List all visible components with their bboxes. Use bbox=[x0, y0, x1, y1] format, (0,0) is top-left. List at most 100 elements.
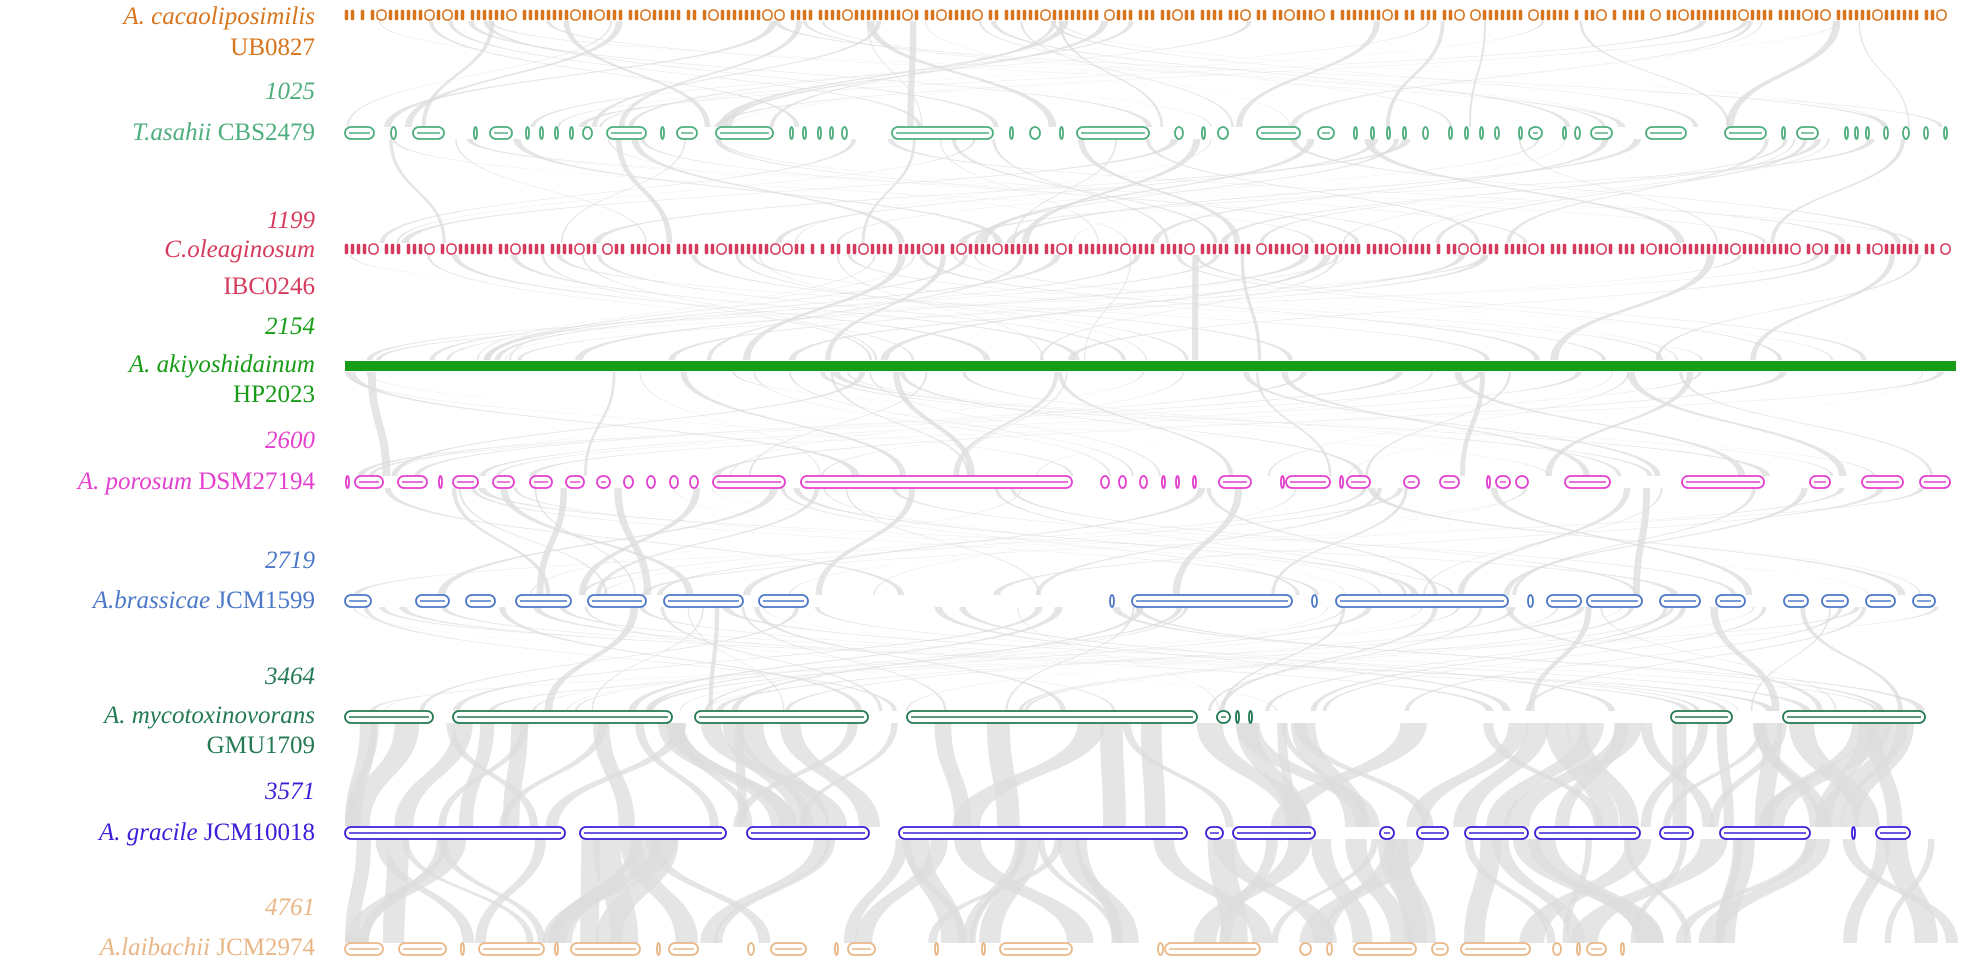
contig-marker bbox=[390, 243, 395, 255]
synteny-ribbon bbox=[969, 839, 1025, 943]
contig-marker bbox=[488, 9, 493, 21]
contig-marker bbox=[1482, 9, 1487, 21]
contig-segment bbox=[1902, 126, 1910, 140]
contig-marker bbox=[1738, 9, 1749, 21]
contig-marker bbox=[1370, 9, 1375, 21]
contig-marker bbox=[866, 9, 871, 21]
contig-marker bbox=[636, 243, 641, 255]
contig-segment bbox=[390, 126, 397, 140]
contig-marker bbox=[400, 9, 405, 21]
contig-marker bbox=[1890, 9, 1895, 21]
contig-segment bbox=[623, 475, 634, 489]
synteny-ribbon bbox=[1726, 21, 1841, 127]
synteny-ribbon bbox=[846, 372, 1834, 476]
contig-marker bbox=[1584, 243, 1589, 255]
contig-marker bbox=[1366, 243, 1371, 255]
contig-marker bbox=[1390, 243, 1401, 255]
contig-marker bbox=[898, 243, 903, 255]
synteny-ribbon bbox=[1761, 723, 1864, 827]
contig-marker bbox=[808, 9, 813, 21]
contig-marker bbox=[1550, 243, 1555, 255]
contig-marker bbox=[1206, 9, 1211, 21]
contig-marker bbox=[464, 243, 469, 255]
contig-segment bbox=[1448, 126, 1453, 140]
contig-marker bbox=[1330, 9, 1335, 21]
genome-label-line: C.oleaginosum bbox=[164, 235, 315, 264]
synteny-ribbon bbox=[1010, 488, 1639, 595]
contig-segment bbox=[981, 942, 986, 956]
contig-segment bbox=[1515, 475, 1529, 489]
synteny-ribbon bbox=[345, 372, 1074, 476]
contig-marker bbox=[1754, 243, 1759, 255]
species-name: A. porosum bbox=[77, 468, 193, 495]
contig-marker bbox=[836, 243, 841, 255]
synteny-ribbon bbox=[1814, 723, 1876, 827]
contig-marker bbox=[1670, 243, 1681, 255]
synteny-ribbon bbox=[1020, 21, 1234, 127]
contig-marker bbox=[1050, 243, 1055, 255]
synteny-ribbon bbox=[429, 255, 1220, 360]
contig-marker bbox=[1556, 243, 1561, 255]
genome-label-line: 3571 bbox=[265, 777, 315, 806]
synteny-ribbon bbox=[534, 488, 636, 595]
synteny-ribbon bbox=[396, 139, 976, 243]
contig-marker bbox=[1420, 9, 1425, 21]
synteny-ribbon bbox=[1579, 21, 1730, 127]
genome-label-line: A.laibachii JCM2974 bbox=[100, 933, 315, 962]
contig-marker bbox=[470, 243, 475, 255]
strain-id: DSM27194 bbox=[198, 468, 315, 495]
synteny-ribbon bbox=[375, 255, 1820, 360]
synteny-ribbon bbox=[1371, 488, 1922, 595]
contig-marker bbox=[1240, 9, 1251, 21]
contig-marker bbox=[950, 243, 955, 255]
contig-segment bbox=[747, 942, 755, 956]
synteny-ribbon bbox=[733, 723, 858, 827]
synteny-ribbon bbox=[1566, 723, 1640, 827]
synteny-ribbon bbox=[919, 255, 1541, 360]
contig-marker bbox=[1540, 9, 1545, 21]
synteny-ribbon bbox=[724, 21, 1109, 127]
contig-marker bbox=[1346, 9, 1351, 21]
synteny-ribbon bbox=[1453, 723, 1549, 827]
contig-marker bbox=[1096, 243, 1101, 255]
contig-marker bbox=[376, 9, 387, 21]
contig-marker bbox=[800, 243, 805, 255]
synteny-ribbon bbox=[716, 607, 1585, 711]
synteny-ribbon bbox=[780, 488, 1300, 595]
synteny-ribbon bbox=[483, 255, 1061, 360]
contig-segment bbox=[1386, 126, 1391, 140]
contig-marker bbox=[1454, 9, 1465, 21]
contig-marker bbox=[694, 243, 699, 255]
contig-marker bbox=[1470, 9, 1481, 21]
contig-marker bbox=[940, 243, 945, 255]
contig-marker bbox=[1040, 9, 1051, 21]
synteny-ribbon bbox=[647, 607, 1372, 711]
synteny-ribbon bbox=[1463, 839, 1502, 943]
contig-marker bbox=[1790, 243, 1801, 255]
contig-marker bbox=[1562, 243, 1567, 255]
contig-marker bbox=[716, 243, 727, 255]
genome-label-line: A.brassicae JCM1599 bbox=[93, 586, 315, 615]
synteny-ribbon bbox=[1322, 607, 1767, 711]
contig-segment bbox=[656, 942, 661, 956]
synteny-ribbon bbox=[547, 839, 658, 943]
contig-marker bbox=[540, 9, 545, 21]
synteny-ribbon bbox=[365, 372, 1550, 476]
contig-marker bbox=[1138, 9, 1143, 21]
contig-marker bbox=[1690, 9, 1695, 21]
synteny-ribbon bbox=[578, 21, 1707, 127]
contig-marker bbox=[956, 243, 967, 255]
contig-marker bbox=[666, 243, 671, 255]
contig-segment bbox=[1851, 826, 1856, 840]
contig-marker bbox=[1458, 243, 1469, 255]
synteny-ribbon bbox=[973, 255, 1678, 360]
contig-marker bbox=[1890, 243, 1895, 255]
synteny-ribbon bbox=[962, 372, 1622, 476]
synteny-ribbon bbox=[615, 139, 673, 243]
contig-marker bbox=[1234, 243, 1239, 255]
genome-label-line: UB0827 bbox=[230, 33, 315, 62]
contig-marker bbox=[1708, 9, 1713, 21]
genome-number: 4761 bbox=[265, 894, 315, 921]
species-name: A. akiyoshidainum bbox=[128, 351, 315, 378]
contig-marker bbox=[1028, 243, 1033, 255]
